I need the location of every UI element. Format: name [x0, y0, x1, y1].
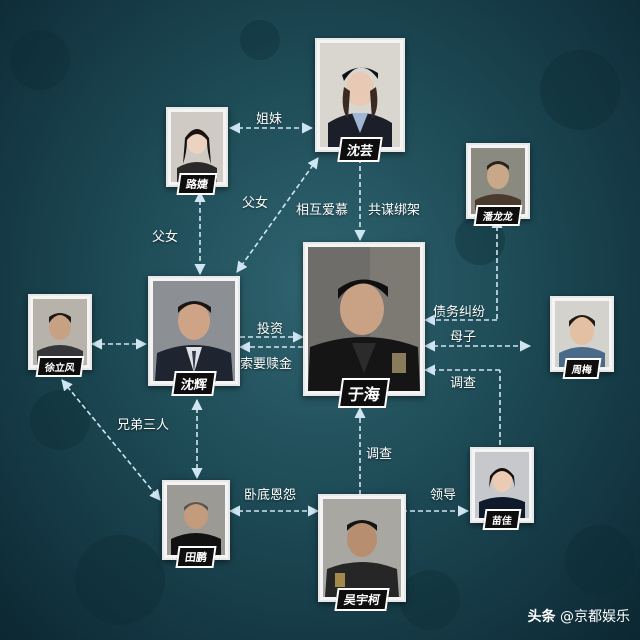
name-yu-hai: 于海 [337, 378, 391, 408]
relation-label-conspire-kidnap: 共谋绑架 [368, 203, 421, 218]
name-miao-jia: 苗佳 [482, 509, 522, 530]
relation-label-undercover-grudge: 卧底恩怨 [244, 488, 297, 503]
relation-label-mutual-love: 相互爱慕 [296, 203, 349, 218]
relation-label-invest: 投资 [257, 322, 284, 337]
card-pan-longlong[interactable]: 潘龙龙 [466, 143, 530, 226]
portrait-lu-jie [171, 112, 223, 182]
relation-label-investigate-2: 调查 [366, 447, 393, 462]
relation-label-investigate-1: 调查 [450, 376, 477, 391]
card-miao-jia[interactable]: 苗佳 [470, 447, 534, 530]
name-shen-hui: 沈辉 [171, 371, 217, 396]
relation-label-father-daughter-2: 父女 [152, 230, 179, 245]
portrait-yu-hai [308, 247, 420, 391]
card-zhou-mei[interactable]: 周梅 [550, 296, 614, 379]
name-xu-lifeng: 徐立风 [35, 356, 85, 377]
relation-label-father-daughter-1: 父女 [242, 196, 269, 211]
name-shen-yun: 沈芸 [337, 137, 383, 162]
watermark-account: @京都娱乐 [560, 609, 630, 625]
card-tian-peng[interactable]: 田鹏 [162, 480, 230, 568]
card-shen-yun[interactable]: 沈芸 [315, 38, 405, 162]
name-pan-longlong: 潘龙龙 [473, 205, 523, 226]
watermark: 头条 @京都娱乐 [528, 606, 630, 626]
relation-label-mother-son: 母子 [450, 330, 477, 345]
portrait-shen-yun [320, 43, 400, 147]
relation-label-lead: 领导 [430, 488, 457, 503]
card-yu-hai[interactable]: 于海 [303, 242, 425, 408]
arrow-xulifeng-tianpeng [61, 379, 161, 501]
watermark-brand: 头条 [527, 609, 556, 625]
name-zhou-mei: 周梅 [562, 358, 602, 379]
portrait-shen-hui [153, 281, 235, 381]
relation-label-sisters: 姐妹 [256, 112, 283, 127]
card-xu-lifeng[interactable]: 徐立风 [28, 294, 92, 377]
portrait-xu-lifeng [33, 299, 87, 365]
arrow-shenyun-shenhui [236, 157, 319, 273]
name-wu-yuke: 吴宇柯 [334, 588, 390, 611]
portrait-wu-yuke [323, 499, 401, 597]
name-tian-peng: 田鹏 [175, 546, 217, 568]
portrait-tian-peng [167, 485, 225, 555]
card-lu-jie[interactable]: 路婕 [166, 107, 228, 195]
relation-label-three-brothers: 兄弟三人 [117, 418, 170, 433]
relation-label-debt-dispute: 债务纠纷 [433, 305, 486, 320]
name-lu-jie: 路婕 [176, 173, 218, 195]
relation-label-ransom: 索要赎金 [240, 357, 293, 372]
card-wu-yuke[interactable]: 吴宇柯 [318, 494, 406, 611]
card-shen-hui[interactable]: 沈辉 [148, 276, 240, 396]
